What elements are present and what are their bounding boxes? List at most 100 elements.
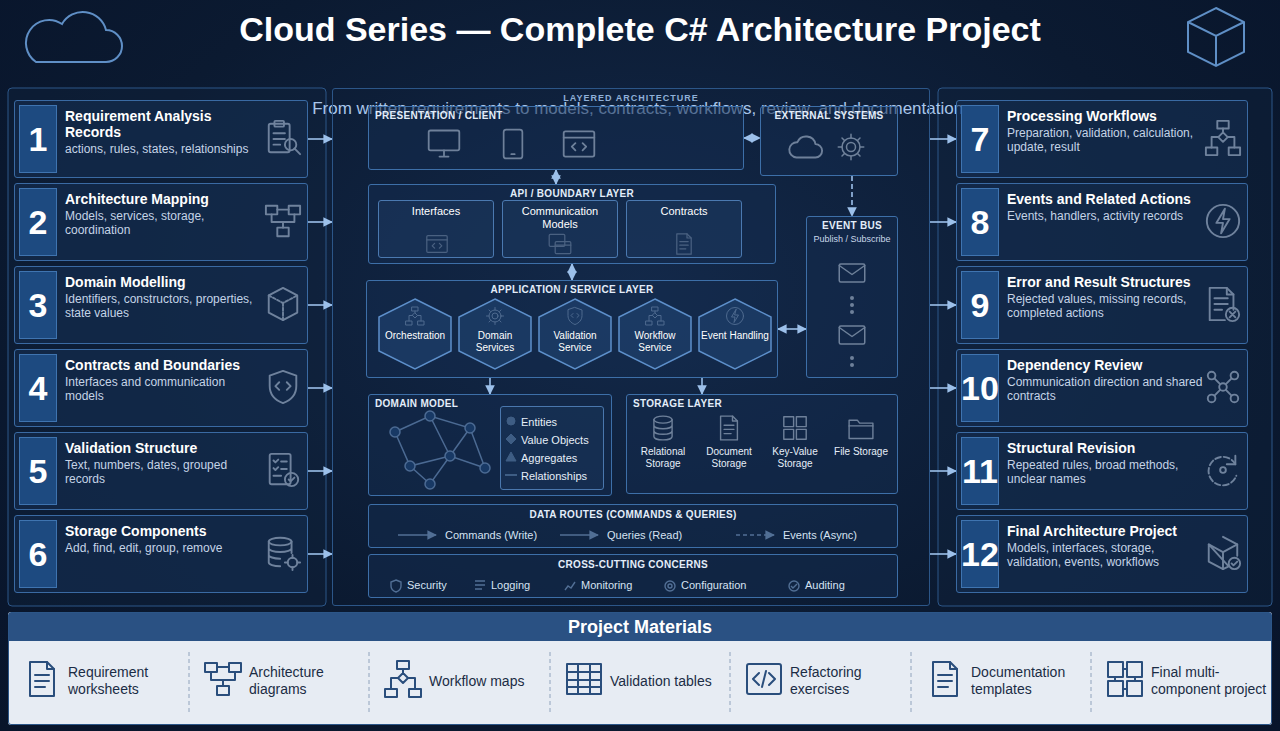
layer-heading: APPLICATION / SERVICE LAYER [367, 281, 777, 296]
concern-label: Monitoring [581, 577, 632, 593]
hex-outline [539, 299, 611, 369]
hex-outline [459, 299, 531, 369]
card-text: Requirement Analysis Records actions, rul… [65, 108, 261, 156]
card-text: Events and Related ActionsEvents, handle… [1007, 191, 1203, 223]
connector [308, 138, 332, 140]
card-title: Error and Result Structures [1007, 274, 1203, 290]
card-node: 2Architecture MappingModels, services, s… [14, 183, 308, 261]
material-label: Validation tables [610, 673, 712, 690]
material-label: Requirement worksheets [68, 664, 184, 698]
connector [851, 176, 853, 216]
card-title: Processing Workflows [1007, 108, 1203, 124]
model-element: Aggregates [501, 449, 603, 467]
step-number: 12 [961, 520, 999, 588]
card-node: 9Error and Result StructuresRejected val… [956, 266, 1248, 344]
card-description: Communication direction and shared contr… [1007, 375, 1203, 403]
mat-node: Requirement worksheets [68, 648, 184, 714]
card-node: 1Requirement Analysis Recordsactions, ru… [14, 100, 308, 178]
material-icon [385, 661, 421, 697]
left-panel-frame [8, 88, 326, 606]
connector [571, 264, 573, 280]
material-icon [933, 662, 957, 696]
connector [930, 387, 956, 389]
boundary-item: Interfaces [379, 201, 493, 218]
card-description: Models, interfaces, storage, validation,… [1007, 541, 1203, 569]
hex-node: Workflow Service [618, 298, 692, 370]
layer-heading: EXTERNAL SYSTEMS [761, 107, 897, 122]
service-label: Domain Services [461, 330, 529, 354]
card-title: Structural Revision [1007, 440, 1203, 456]
card-text: Contracts and BoundariesInterfaces and c… [65, 357, 261, 403]
card-text: Final Architecture ProjectModels, interf… [1007, 523, 1203, 569]
connector [778, 328, 806, 330]
hex-node: Domain Services [458, 298, 532, 370]
concern-label: Security [407, 577, 447, 593]
frame-node: LAYERED ARCHITECTURE PRESENTATION / CLIEN… [332, 88, 930, 606]
sub-node: Interfaces [378, 200, 494, 258]
layer-node: API / BOUNDARY LAYERInterfacesCommunicat… [368, 184, 776, 264]
panel-label: LAYERED ARCHITECTURE [333, 89, 929, 104]
layer-node: EVENT BUSPublish / Subscribe [806, 216, 898, 378]
layer-node: PRESENTATION / CLIENT [368, 106, 744, 170]
band-node: Project MaterialsRequirement worksheets A… [8, 612, 1272, 725]
mat-node: Architecture diagrams [249, 648, 365, 714]
item-node: File Storage [830, 410, 892, 490]
connector [308, 304, 332, 306]
card-description: Preparation, validation, calculation, up… [1007, 126, 1203, 154]
card-description: actions, rules, states, relationships [65, 142, 261, 156]
hex-node: Validation Service [538, 298, 612, 370]
band-heading: CROSS-CUTTING CONCERNS [369, 555, 897, 571]
mat-node: Refactoring exercises [790, 648, 906, 714]
connector [701, 378, 703, 394]
connector [744, 137, 760, 139]
connector [308, 387, 332, 389]
materials-heading: Project Materials [9, 613, 1271, 641]
connector [930, 221, 956, 223]
card-node: 10Dependency ReviewCommunication directi… [956, 349, 1248, 427]
band-heading: DATA ROUTES (COMMANDS & QUERIES) [369, 505, 897, 521]
layer-heading: EVENT BUS [807, 217, 897, 232]
card-node: 3Domain ModellingIdentifiers, constructo… [14, 266, 308, 344]
card-title: Requirement Analysis Records [65, 108, 261, 140]
card-description: Add, find, edit, group, remove [65, 541, 261, 555]
card-node: 6Storage ComponentsAdd, find, edit, grou… [14, 515, 308, 593]
card-title: Contracts and Boundaries [65, 357, 261, 373]
boundary-item: Communication Models [503, 201, 617, 231]
card-text: Storage ComponentsAdd, find, edit, group… [65, 523, 261, 555]
layer-node: STORAGE LAYERRelational StorageDocument … [626, 394, 898, 494]
route-label: Events (Async) [783, 527, 857, 543]
material-icons [30, 661, 1142, 697]
connector [930, 304, 956, 306]
material-icon [30, 662, 54, 696]
card-node: 4Contracts and BoundariesInterfaces and … [14, 349, 308, 427]
list-node: EntitiesValue ObjectsAggregatesRelations… [500, 406, 604, 490]
material-label: Documentation templates [971, 664, 1087, 698]
card-node: 8Events and Related ActionsEvents, handl… [956, 183, 1248, 261]
mat-node: Documentation templates [971, 648, 1087, 714]
card-title: Storage Components [65, 523, 261, 539]
material-icon [747, 664, 781, 694]
card-description: Rejected values, missing records, comple… [1007, 292, 1203, 320]
model-element: Relationships [501, 467, 603, 485]
step-number: 2 [19, 188, 57, 256]
connector [489, 378, 491, 394]
route-label: Commands (Write) [445, 527, 537, 543]
connector [308, 221, 332, 223]
connector [930, 138, 956, 140]
hex-node: Event Handling [698, 298, 772, 370]
route-node: DATA ROUTES (COMMANDS & QUERIES) Commands… [368, 504, 898, 548]
card-description: Identifiers, constructors, properties, s… [65, 292, 261, 320]
step-number: 7 [961, 105, 999, 173]
item-node: Document Storage [698, 410, 760, 490]
step-number: 3 [19, 271, 57, 339]
card-node: 7 Processing WorkflowsPreparation, valida… [956, 100, 1248, 178]
card-title: Final Architecture Project [1007, 523, 1203, 539]
connector [308, 553, 332, 555]
route-label: Queries (Read) [607, 527, 682, 543]
sub-node: Communication Models [502, 200, 618, 258]
boundary-item: Contracts [627, 201, 741, 218]
mat-node: Final multi-component project [1151, 648, 1267, 714]
materials-ground [8, 612, 1272, 725]
mat-node: Validation tables [610, 648, 726, 714]
card-title: Dependency Review [1007, 357, 1203, 373]
